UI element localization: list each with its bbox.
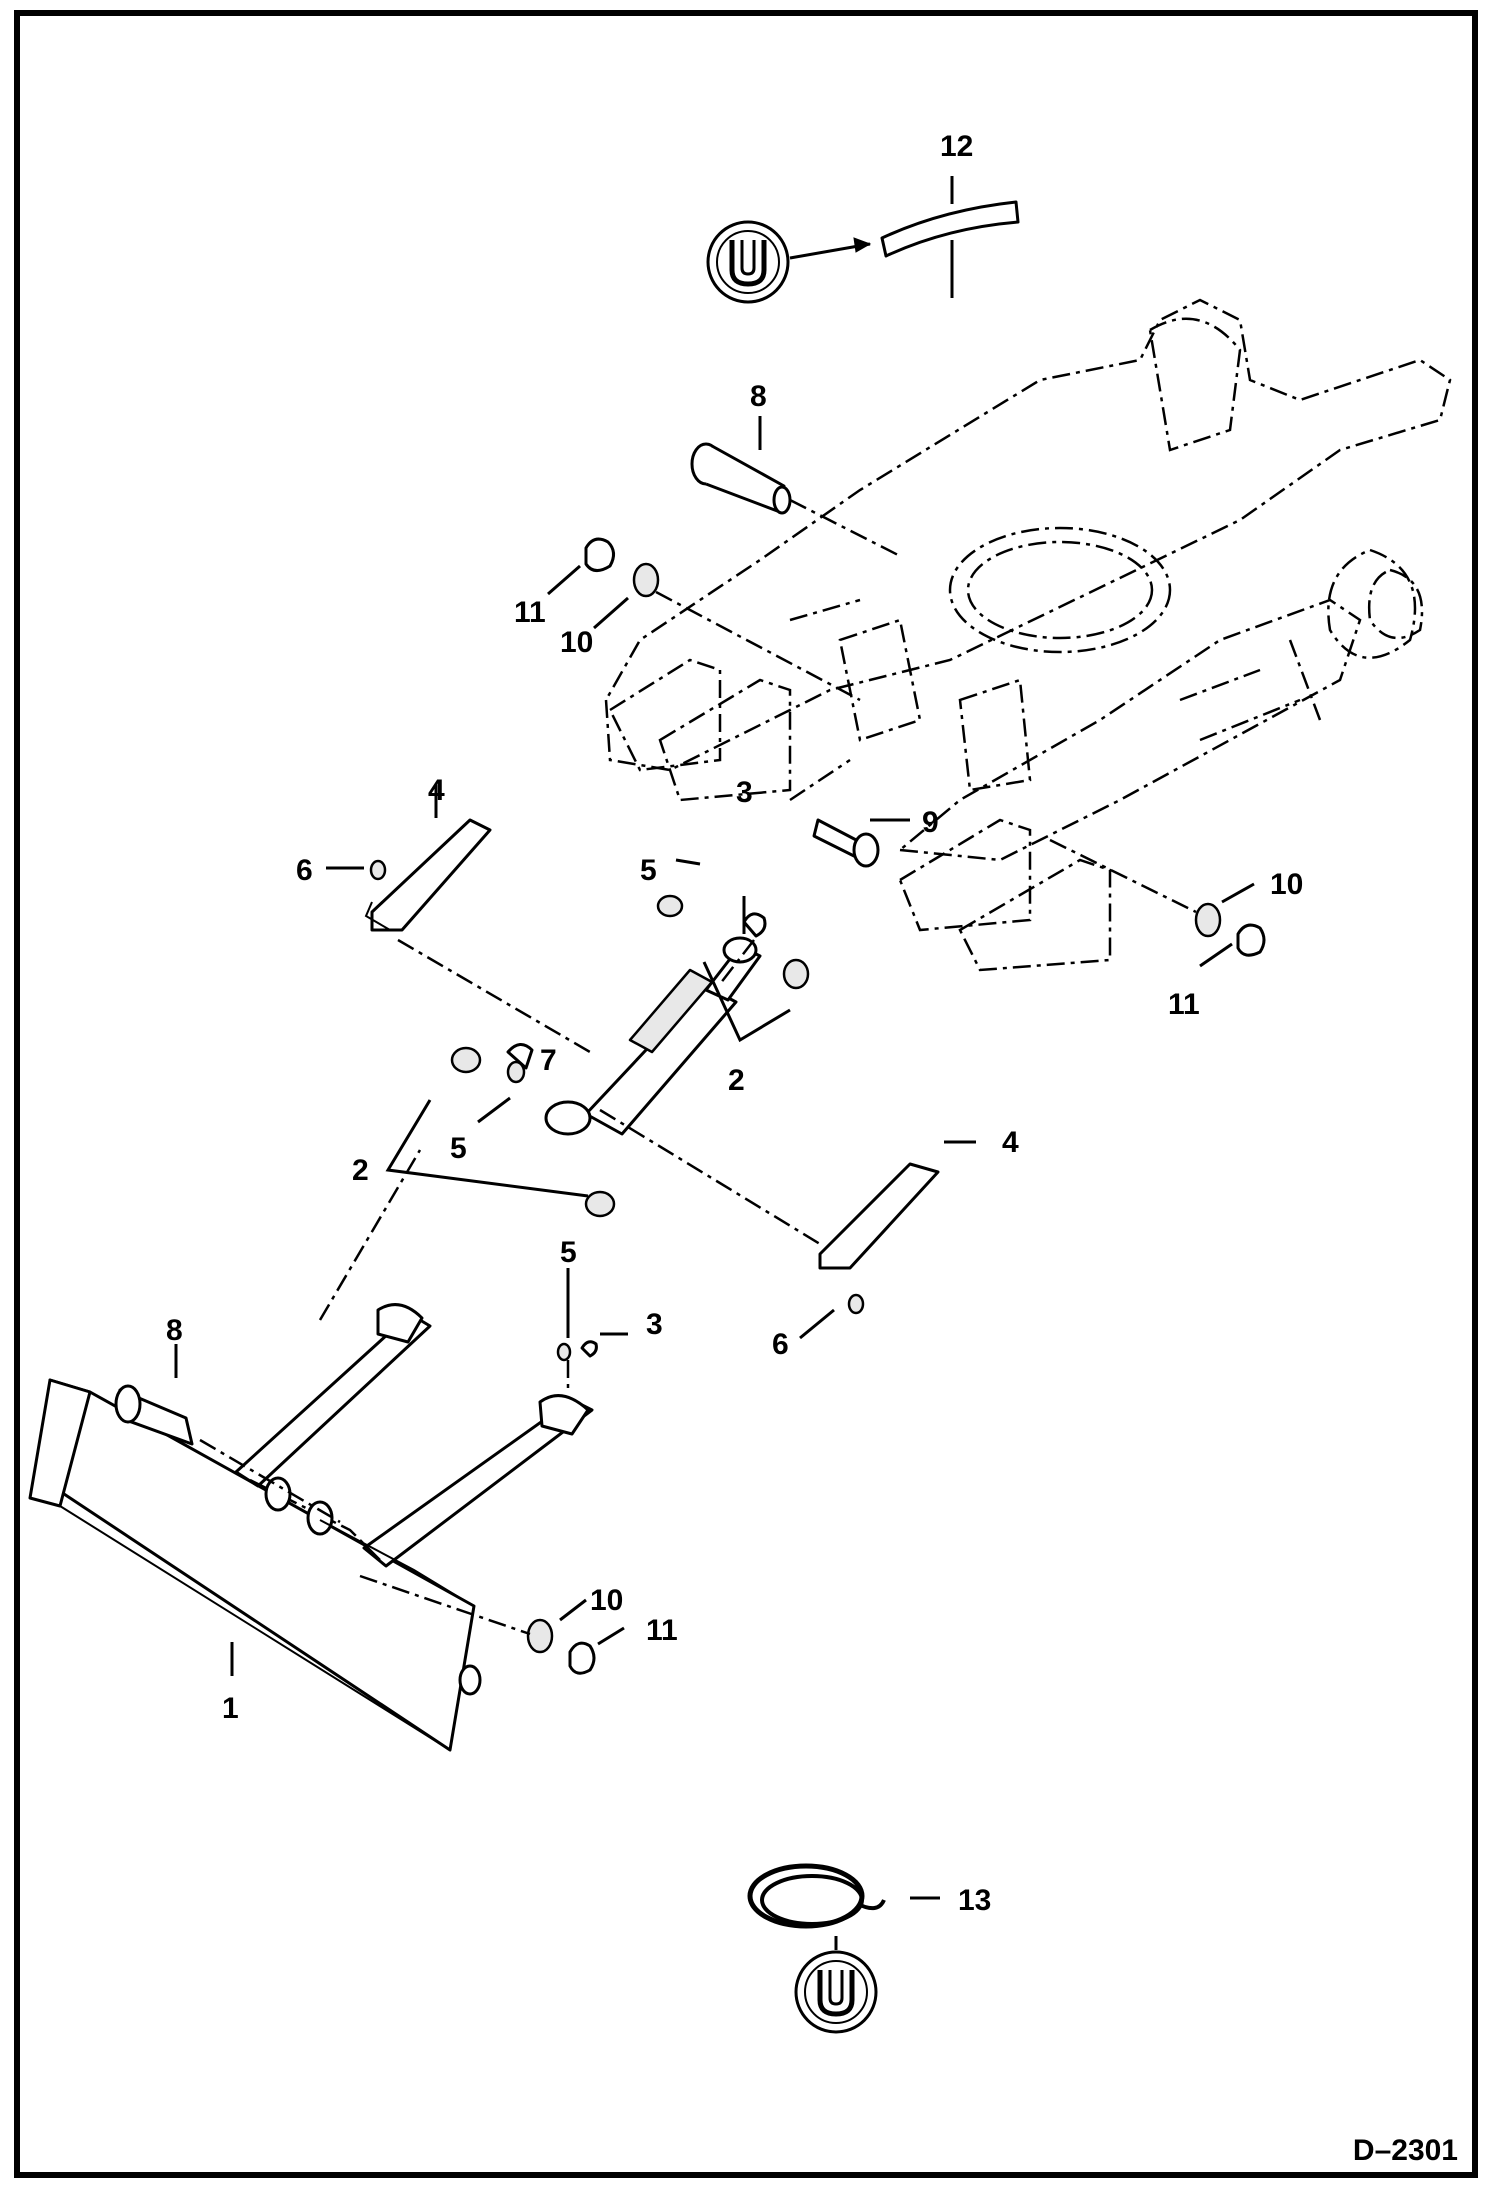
drawing-frame [14,10,1478,2178]
callout-11-bottom: 11 [646,1614,678,1647]
callout-10-right: 10 [1270,868,1303,901]
part-2-washer-bottom [584,1190,616,1218]
callout-13: 13 [958,1884,991,1917]
part-6-nut-bottom [847,1293,865,1315]
callout-8-top: 8 [750,380,767,413]
part-12-strip [880,200,1020,258]
callout-8-bottom: 8 [166,1314,183,1347]
grease-symbol-icon [706,220,790,304]
part-3-pin-top [742,912,767,938]
callout-11-right: 11 [1168,988,1200,1021]
part-10-washer-top [632,562,660,598]
callout-9: 9 [922,806,939,839]
callout-2-left: 2 [352,1154,369,1187]
callout-10-bottom: 10 [590,1584,623,1617]
callout-5-middle: 5 [450,1132,467,1165]
undercarriage-frame [604,298,1452,972]
grease-symbol-icon [794,1950,878,2034]
arrow-head-icon [853,237,872,253]
callout-4-top: 4 [428,774,445,807]
part-10-washer-bottom [526,1618,554,1654]
callout-1: 1 [222,1692,239,1725]
blade-assembly [28,1303,594,1752]
part-4-bracket-top [370,818,492,932]
part-8-pin-top [690,442,792,515]
callout-11-top: 11 [514,596,546,629]
blade-cylinder [544,936,762,1136]
part-10-washer-right [1194,902,1222,938]
part-6-nut-top [369,859,387,881]
part-13-hose [747,1863,886,1929]
callout-12: 12 [940,130,973,163]
part-11-ring-top [584,537,615,572]
callout-3-bottom: 3 [646,1308,663,1341]
part-5-washer-bottom [556,1342,572,1362]
callout-6-top: 6 [296,854,313,887]
part-11-ring-right [1236,923,1266,957]
callout-3-top: 3 [736,776,753,809]
callout-6-bottom: 6 [772,1328,789,1361]
part-2-washer-left [450,1046,482,1074]
part-4-bracket-bottom [818,1162,940,1270]
part-5-washer-left [506,1060,526,1084]
part-11-ring-bottom [568,1641,596,1675]
part-9-bolt [812,818,880,868]
callout-4-bottom: 4 [1002,1126,1019,1159]
callout-2-right: 2 [728,1064,745,1097]
callout-7: 7 [540,1044,557,1077]
part-3-pin-bottom [580,1340,598,1358]
document-code: D–2301 [1352,2134,1458,2167]
part-5-washer-top [656,894,684,918]
callout-5-bottom: 5 [560,1236,577,1269]
callout-5-top: 5 [640,854,657,887]
part-7-pin [506,1043,534,1070]
callout-10-top: 10 [560,626,593,659]
part-2-washer-top [782,958,810,990]
